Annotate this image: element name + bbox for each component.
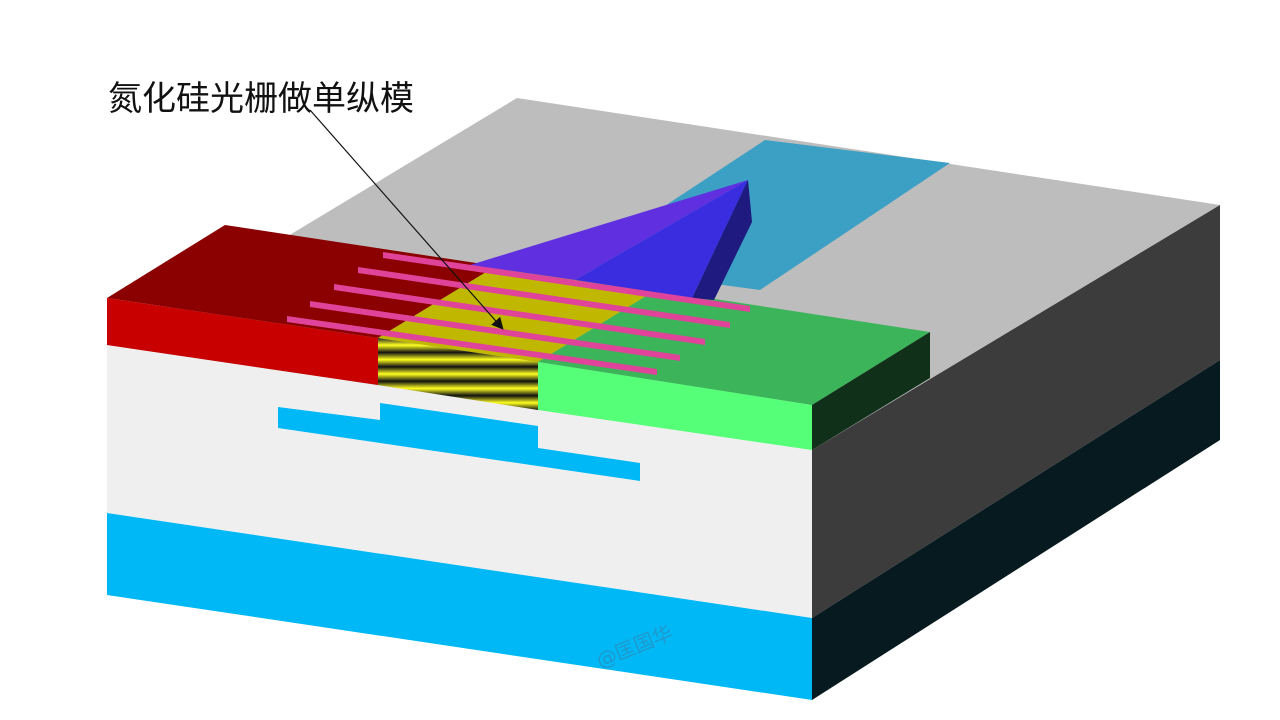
p-region-front xyxy=(107,298,378,385)
substrate-right-face xyxy=(812,360,1220,700)
taper-left-face xyxy=(470,180,748,280)
grating-bar xyxy=(310,301,680,361)
grating-bar xyxy=(383,252,750,312)
annotation-arrow xyxy=(309,109,504,330)
chip-right-face xyxy=(812,205,1220,618)
n-region-top xyxy=(538,290,930,405)
grating-bar xyxy=(358,267,730,328)
substrate-front-face xyxy=(107,513,812,700)
taper-right-face xyxy=(692,180,752,300)
active-region-front xyxy=(378,338,538,410)
p-region-top xyxy=(107,225,496,338)
taper-mid-face xyxy=(575,180,748,298)
n-region-front xyxy=(538,362,812,450)
annotation-label: 氮化硅光栅做单纵模 xyxy=(108,79,414,119)
buried-waveguide xyxy=(278,403,640,481)
n-region-side xyxy=(812,332,930,450)
grating-bar xyxy=(334,284,705,345)
grating-bar xyxy=(287,316,657,375)
sin-grating xyxy=(287,252,750,375)
